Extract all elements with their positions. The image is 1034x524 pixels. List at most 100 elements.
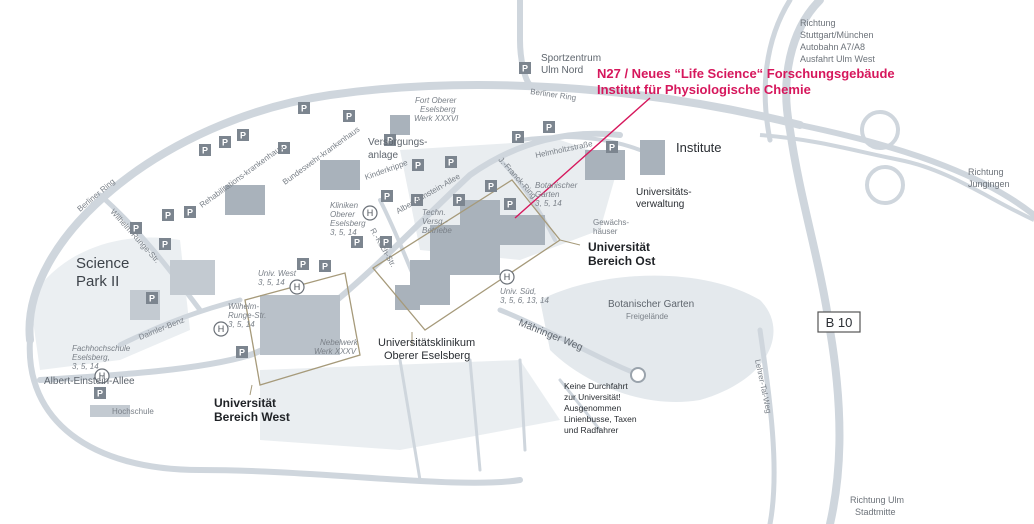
callout-line2: Institut für Physiologische Chemie — [597, 82, 811, 97]
svg-text:P: P — [165, 211, 171, 221]
svg-text:H: H — [294, 282, 301, 292]
area-gewaechs-line2: häuser — [593, 227, 618, 236]
svg-text:P: P — [322, 262, 328, 272]
dir-stuttgart-line4: Ausfahrt Ulm West — [800, 54, 875, 64]
building-n27 — [500, 215, 545, 245]
svg-text:P: P — [456, 196, 462, 206]
area-nebelwerk-line1: Nebelwerk — [320, 338, 359, 347]
notice-line5: und Radfahrer — [564, 425, 619, 435]
area-verwaltung-line1: Universitäts- — [636, 187, 692, 198]
b10-sign: B 10 — [817, 311, 861, 333]
svg-text:P: P — [133, 224, 139, 234]
svg-text:P: P — [415, 161, 421, 171]
area-west-line2: Bereich West — [214, 410, 290, 424]
notice-line1: Keine Durchfahrt — [564, 381, 628, 391]
franck-ring-road — [498, 158, 557, 242]
techn-line2: Versg.- — [422, 217, 448, 226]
stop-us-line2: 3, 5, 6, 13, 14 — [500, 296, 549, 305]
south-streets — [398, 358, 602, 482]
techn-line1: Techn. — [422, 208, 446, 217]
parking-icon: P — [219, 136, 231, 148]
ost-leader — [559, 239, 581, 246]
svg-text:P: P — [515, 133, 521, 143]
parking-icon: P — [453, 194, 465, 206]
stop-bot-line3: 3, 5, 14 — [535, 199, 562, 208]
building-science-park-1 — [170, 260, 215, 295]
area-fort-line1: Fort Oberer — [415, 96, 457, 105]
b10-north-ramp — [762, 0, 793, 143]
parking-icon: P — [278, 142, 290, 154]
parking-icon: P — [606, 141, 618, 153]
mahringer-road — [497, 307, 643, 378]
svg-text:H: H — [367, 208, 374, 218]
dir-stadtmitte-line2: Stadtmitte — [855, 507, 896, 517]
buildings — [90, 115, 665, 417]
parking-icon: P — [381, 190, 393, 202]
svg-text:P: P — [346, 112, 352, 122]
parking-icon: P — [159, 238, 171, 250]
notice-line3: Ausgenommen — [564, 403, 621, 413]
techn-line3: Betriebe — [422, 226, 452, 235]
svg-text:P: P — [488, 182, 494, 192]
area-botanischer-line2: Freigelände — [626, 312, 669, 321]
dir-stadtmitte-line1: Richtung Ulm — [850, 495, 904, 505]
area-nebelwerk-line2: Werk XXXV — [314, 347, 357, 356]
svg-text:P: P — [301, 104, 307, 114]
interchange-loop-north — [860, 110, 900, 150]
building-hochschule — [90, 405, 130, 417]
stop-uw-line1: Univ. West — [258, 269, 297, 278]
stop-bot-line1: Botanischer — [535, 181, 578, 190]
helmholtz-road — [518, 135, 642, 152]
area-institute: Institute — [676, 140, 722, 155]
area-fort-line3: Werk XXXVI — [414, 114, 459, 123]
stop-kl-line1: Kliniken — [330, 201, 359, 210]
parking-icon: P — [412, 159, 424, 171]
notice-line4: Linienbusse, Taxen — [564, 414, 637, 424]
svg-text:P: P — [187, 208, 193, 218]
west-area — [30, 237, 190, 370]
dir-stuttgart-line3: Autobahn A7/A8 — [800, 42, 865, 52]
callout-line — [514, 97, 651, 219]
building-versorgung — [390, 115, 410, 135]
bus-stop-icon: H — [213, 321, 229, 337]
berliner-ring-road — [25, 81, 804, 344]
area-sportzentrum-line2: Ulm Nord — [541, 65, 583, 76]
svg-text:P: P — [202, 146, 208, 156]
parking-icon: P — [94, 387, 106, 399]
callout-line1: N27 / Neues “Life Science“ Forschungsgeb… — [597, 66, 895, 81]
svg-text:P: P — [522, 64, 528, 74]
building-ost-north — [460, 200, 500, 230]
building-west — [260, 295, 340, 355]
botanical-garden-area — [540, 275, 774, 402]
area-klinikum-line1: Universitätsklinikum — [378, 337, 475, 349]
area-ost-line1: Universität — [588, 240, 650, 254]
wilhelm-runge-road — [97, 192, 203, 313]
parking-icon: P — [384, 134, 396, 146]
area-hochschule: Hochschule — [112, 407, 154, 416]
svg-text:P: P — [149, 294, 155, 304]
svg-text:P: P — [387, 136, 393, 146]
svg-text:H: H — [504, 272, 511, 282]
parking-icon: P — [411, 194, 423, 206]
area-klinikum-line2: Oberer Eselsberg — [384, 350, 470, 362]
area-fort-line2: Eselsberg — [420, 105, 456, 114]
lehrer-tal-road — [757, 327, 777, 524]
parking-icon: P — [162, 209, 174, 221]
svg-text:P: P — [448, 158, 454, 168]
svg-text:P: P — [414, 196, 420, 206]
building-institute-2 — [640, 140, 665, 175]
interchange-loop-south — [865, 165, 905, 205]
background-areas — [30, 140, 774, 450]
parking-icon: P — [343, 110, 355, 122]
svg-text:P: P — [97, 389, 103, 399]
jungingen-road — [797, 122, 1034, 218]
parking-icon: P — [485, 180, 497, 192]
stop-wr-line2: Runge-Str. — [228, 311, 266, 320]
stop-fh-line3: 3, 5, 14 — [72, 362, 99, 371]
b10-road — [782, 0, 844, 524]
svg-text:P: P — [507, 200, 513, 210]
parking-icon: P — [380, 236, 392, 248]
bus-stop-icon: H — [94, 368, 110, 384]
svg-text:P: P — [239, 348, 245, 358]
